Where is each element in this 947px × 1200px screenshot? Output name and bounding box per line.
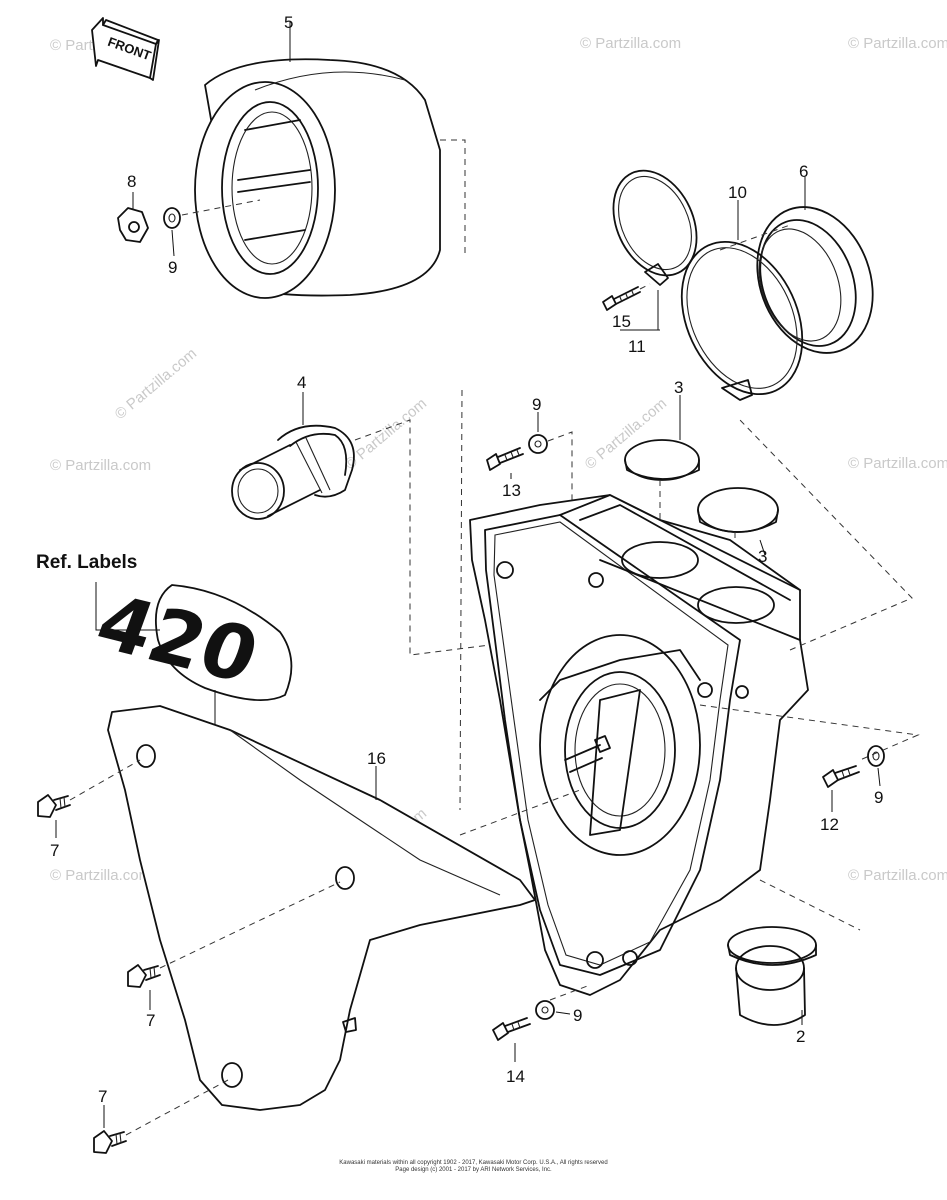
part-9-washer-right (867, 745, 885, 787)
callout-3: 3 (674, 378, 683, 397)
part-11-clamp (612, 169, 791, 331)
ref-labels-title: Ref. Labels (36, 552, 137, 573)
part-8-nut (117, 192, 149, 243)
callout-3: 3 (758, 547, 767, 566)
callout-12: 12 (820, 815, 839, 834)
callout-9: 9 (874, 788, 883, 807)
watermark: © Partzilla.com (848, 35, 947, 52)
watermark: © Partzilla.com (50, 457, 151, 474)
part-15-screw (602, 283, 651, 311)
decal-420-text: 420 (85, 578, 269, 700)
callout-4: 4 (297, 373, 306, 392)
part-4-tube (231, 392, 531, 656)
callout-10: 10 (728, 183, 747, 202)
leader-line (699, 704, 920, 761)
callout-16: 16 (367, 749, 386, 768)
front-arrow-icon: FRONT (91, 17, 160, 81)
part-10-ring (680, 200, 804, 401)
callout-7: 7 (146, 1011, 155, 1030)
watermark: © Partzilla.com (848, 867, 947, 884)
part-7-screw-top (37, 759, 141, 838)
callout-9: 9 (168, 258, 177, 277)
copyright-line-1: Kawasaki materials within all copyright … (339, 1160, 608, 1166)
leader-line (459, 389, 463, 811)
callout-11: 11 (628, 337, 646, 356)
part-7-screw-middle (127, 881, 341, 1010)
callout-9: 9 (573, 1006, 582, 1025)
callout-9: 9 (532, 395, 541, 414)
part-2-plug (727, 926, 817, 1026)
callout-5: 5 (284, 13, 293, 32)
leader-line (739, 419, 913, 651)
watermark: © Partzilla.com (50, 867, 151, 884)
part-13-screw (486, 447, 524, 479)
watermark: © Partzilla.com (342, 395, 430, 473)
watermark: © Partzilla.com (848, 455, 947, 472)
callout-13: 13 (502, 481, 521, 500)
callout-7: 7 (50, 841, 59, 860)
leader-line (759, 879, 861, 931)
callout-15: 15 (612, 312, 631, 331)
part-5-air-filter (194, 22, 466, 299)
part-9-washer (163, 199, 261, 257)
callout-6: 6 (799, 162, 808, 181)
callout-2: 2 (796, 1027, 805, 1046)
air-box-housing (469, 494, 809, 996)
part-16-side-cover (107, 705, 536, 1111)
callout-7: 7 (98, 1087, 107, 1106)
callout-numbers: 5 8 9 6 10 15 11 4 9 13 3 3 16 7 7 7 12 … (50, 13, 883, 1106)
watermark: © Partzilla.com (580, 35, 681, 52)
part-12-screw (822, 765, 860, 812)
watermark: © Partzilla.com (112, 345, 200, 423)
callout-14: 14 (506, 1067, 525, 1086)
part-9-washer-bottom (535, 984, 591, 1020)
copyright-line-2: Page design (c) 2001 - 2017 by ARI Netwo… (395, 1167, 552, 1173)
part-7-screw-bottom (93, 1079, 229, 1154)
callout-8: 8 (127, 172, 136, 191)
part-6-cap (756, 177, 874, 354)
part-14-screw (492, 1017, 531, 1062)
